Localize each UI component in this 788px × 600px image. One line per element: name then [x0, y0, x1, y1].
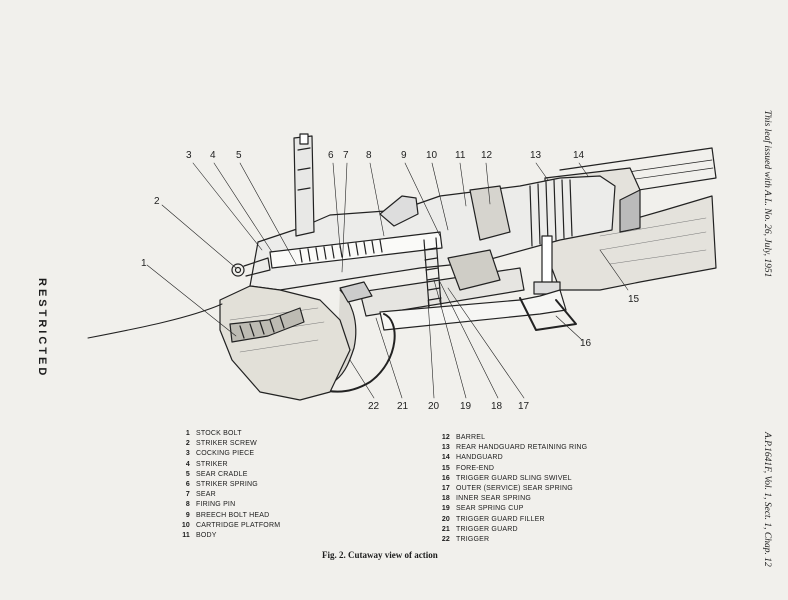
callout-11: 11 [455, 150, 466, 161]
callout-21: 21 [397, 401, 409, 412]
callout-19: 19 [460, 401, 472, 412]
callout-1: 1 [141, 258, 147, 269]
callout-15: 15 [628, 294, 640, 305]
callout-6: 6 [328, 150, 334, 161]
bolt-handle-drawing [379, 195, 419, 227]
callout-3: 3 [186, 150, 192, 161]
bolt-drawing [231, 231, 443, 277]
callout-7: 7 [343, 150, 349, 161]
callout-12: 12 [481, 150, 493, 161]
callout-9: 9 [401, 150, 407, 161]
magazine-drawing [359, 235, 561, 321]
callout-4: 4 [210, 150, 216, 161]
callout-14: 14 [573, 150, 585, 161]
figure-caption: Fig. 2. Cutaway view of action [322, 550, 438, 560]
callout-2: 2 [154, 196, 160, 207]
rear-sight-drawing [293, 133, 315, 237]
callout-20: 20 [428, 401, 440, 412]
callout-leader-lines [146, 162, 629, 399]
callout-numbers: 3 4 5 6 7 8 9 10 11 12 13 14 2 1 15 16 2… [141, 150, 640, 412]
callout-22: 22 [368, 401, 380, 412]
callout-13: 13 [530, 150, 542, 161]
callout-16: 16 [580, 338, 592, 349]
callout-17: 17 [518, 401, 530, 412]
callout-10: 10 [426, 150, 438, 161]
callout-8: 8 [366, 150, 372, 161]
callout-5: 5 [236, 150, 242, 161]
callout-18: 18 [491, 401, 503, 412]
stock-drawing [87, 285, 351, 401]
